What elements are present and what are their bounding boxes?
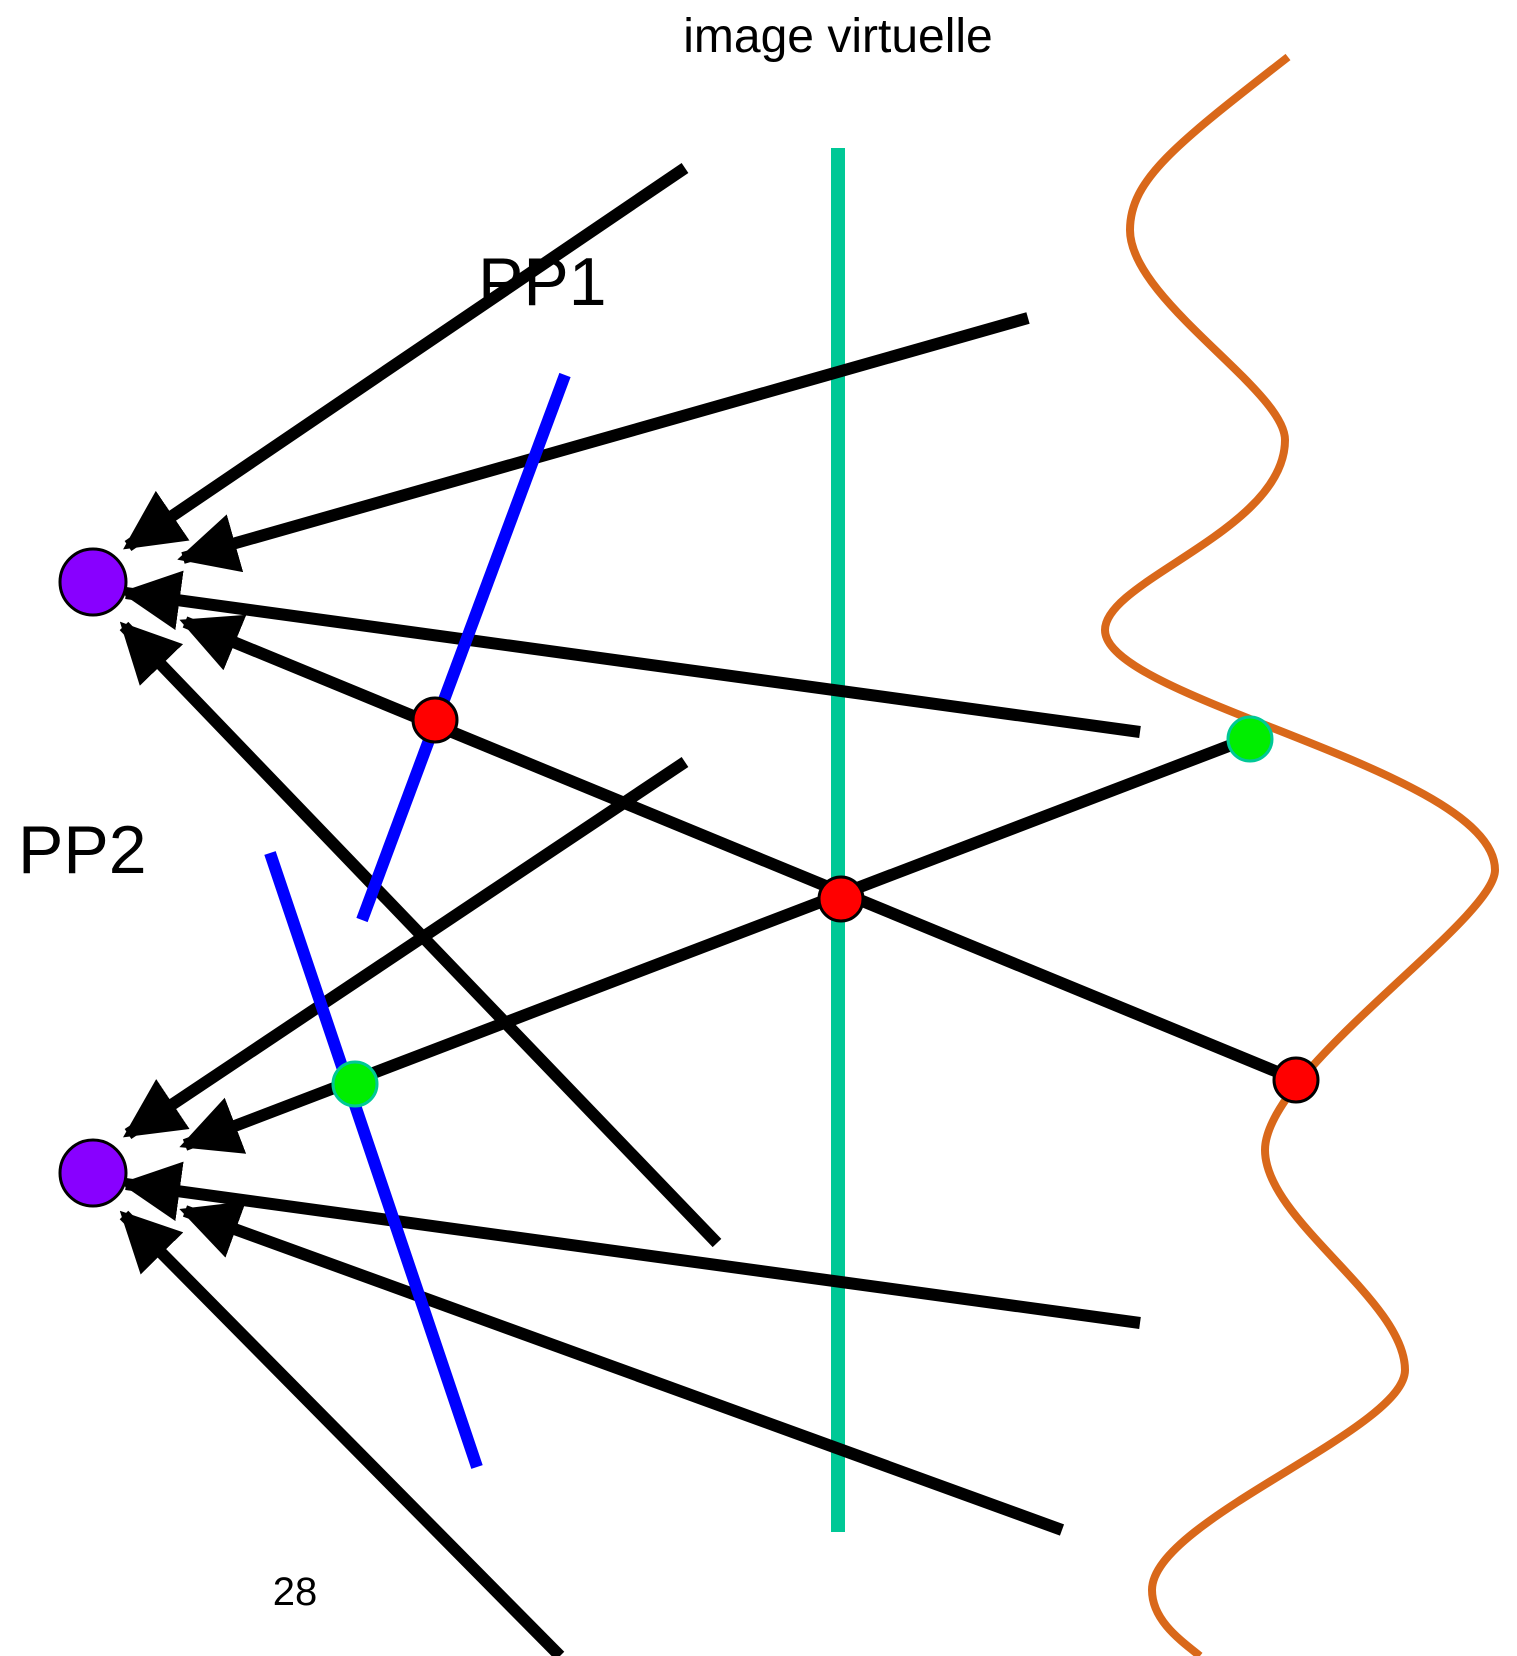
ray-pp1-3 — [120, 570, 1141, 738]
camera-center-pp2 — [58, 1138, 128, 1208]
scene-surface-curve — [1100, 53, 1500, 1656]
red-point-pp1 — [411, 696, 459, 744]
green-point-surface — [1226, 715, 1274, 763]
title-label: image virtuelle — [683, 10, 992, 63]
image-plane-pp2 — [264, 851, 483, 1469]
ray-pp2-5 — [119, 1210, 565, 1656]
ray-pp2-4 — [179, 1201, 1065, 1536]
ray-pp1-4 — [179, 614, 1295, 1084]
ray-pp1-2 — [177, 312, 1030, 573]
pp1-label: PP1 — [478, 244, 607, 320]
red-point-virtual-image — [817, 875, 865, 923]
ray-pp1-1 — [123, 163, 689, 551]
image-plane-pp1 — [356, 372, 571, 923]
red-point-surface — [1272, 1056, 1320, 1104]
pp2-label: PP2 — [18, 812, 147, 888]
ray-pp2-1 — [123, 757, 689, 1139]
page-number: 28 — [273, 1570, 318, 1614]
camera-center-pp1 — [58, 547, 128, 617]
green-point-pp2 — [331, 1060, 379, 1108]
ray-pp2-3 — [120, 1161, 1141, 1329]
